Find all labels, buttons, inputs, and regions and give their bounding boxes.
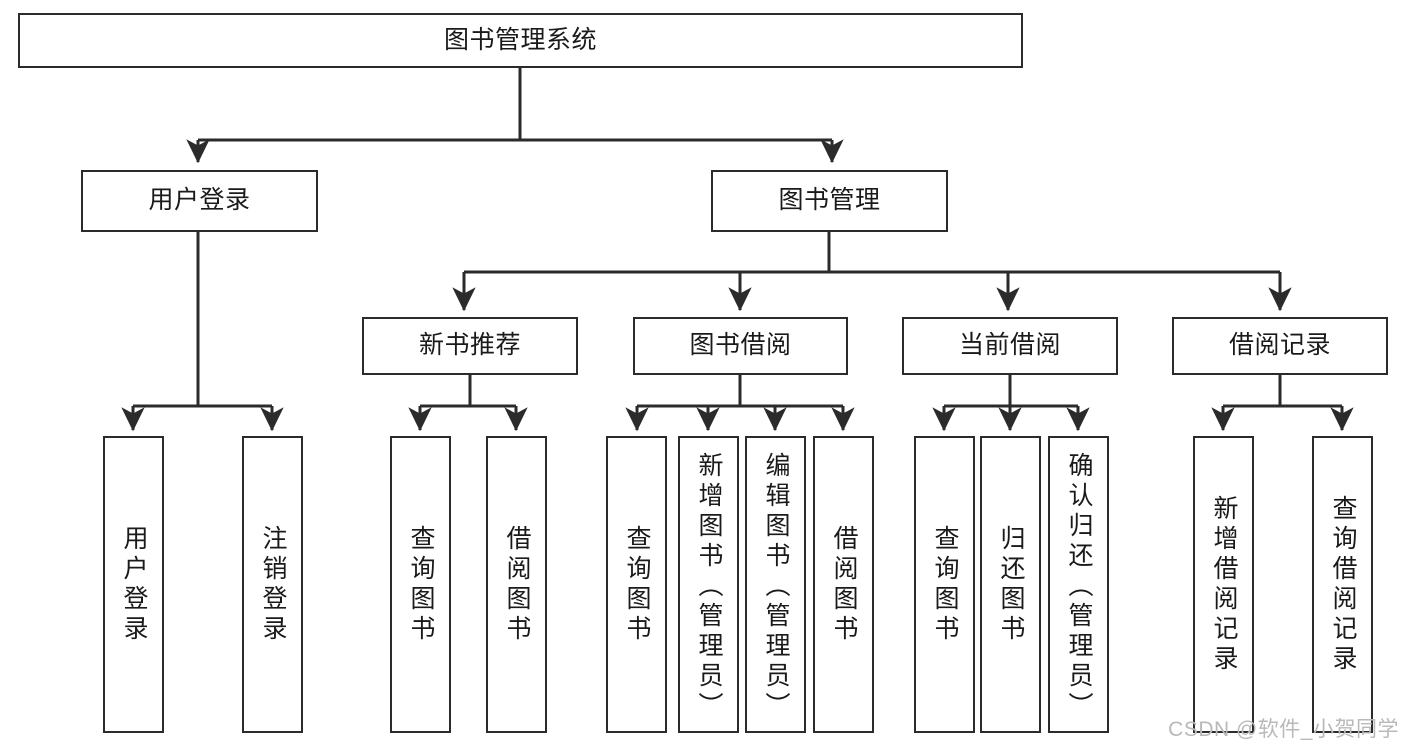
node-label: 图书管理系统 — [443, 25, 597, 54]
node-label: 借阅图书 — [503, 524, 531, 645]
node-borrow-record[interactable]: 借阅记录 — [1172, 317, 1388, 375]
node-current-borrow[interactable]: 当前借阅 — [902, 317, 1118, 375]
leaf-query-borrow-record[interactable]: 查询借阅记录 — [1312, 436, 1373, 733]
leaf-add-borrow-record[interactable]: 新增借阅记录 — [1193, 436, 1254, 733]
node-root-book-management-system[interactable]: 图书管理系统 — [18, 13, 1023, 68]
node-new-book-recommend[interactable]: 新书推荐 — [362, 317, 578, 375]
leaf-return-book[interactable]: 归还图书 — [980, 436, 1041, 733]
leaf-edit-book-admin[interactable]: 编辑图书（管理员） — [745, 436, 806, 733]
node-book-borrow[interactable]: 图书借阅 — [633, 317, 848, 375]
leaf-add-book-admin[interactable]: 新增图书（管理员） — [678, 436, 739, 733]
node-book-management[interactable]: 图书管理 — [711, 170, 948, 232]
leaf-confirm-return-admin[interactable]: 确认归还（管理员） — [1048, 436, 1109, 733]
leaf-query-book-current[interactable]: 查询图书 — [914, 436, 975, 733]
leaf-query-book-borrow[interactable]: 查询图书 — [606, 436, 667, 733]
leaf-user-login[interactable]: 用户登录 — [103, 436, 164, 733]
node-label: 新书推荐 — [418, 331, 521, 360]
node-label: 查询图书 — [623, 524, 651, 645]
node-label: 查询图书 — [407, 524, 435, 645]
node-label: 用户登录 — [148, 186, 251, 215]
node-label: 归还图书 — [997, 524, 1025, 645]
node-label: 确认归还（管理员） — [1065, 451, 1093, 722]
node-label: 当前借阅 — [958, 331, 1061, 360]
leaf-borrow-book[interactable]: 借阅图书 — [813, 436, 874, 733]
watermark-text: CSDN @软件_小贺同学 — [1168, 718, 1399, 741]
node-label: 编辑图书（管理员） — [762, 451, 790, 722]
node-user-login[interactable]: 用户登录 — [81, 170, 318, 232]
node-label: 借阅记录 — [1228, 331, 1331, 360]
leaf-logout[interactable]: 注销登录 — [242, 436, 303, 733]
leaf-query-book-recommend[interactable]: 查询图书 — [390, 436, 451, 733]
node-label: 新增借阅记录 — [1210, 494, 1238, 675]
node-label: 借阅图书 — [830, 524, 858, 645]
node-label: 图书管理 — [778, 186, 881, 215]
node-label: 用户登录 — [120, 524, 148, 645]
node-label: 注销登录 — [259, 524, 287, 645]
node-label: 新增图书（管理员） — [695, 451, 723, 722]
node-label: 查询借阅记录 — [1329, 494, 1357, 675]
leaf-borrow-book-recommend[interactable]: 借阅图书 — [486, 436, 547, 733]
node-label: 查询图书 — [931, 524, 959, 645]
node-label: 图书借阅 — [689, 331, 792, 360]
